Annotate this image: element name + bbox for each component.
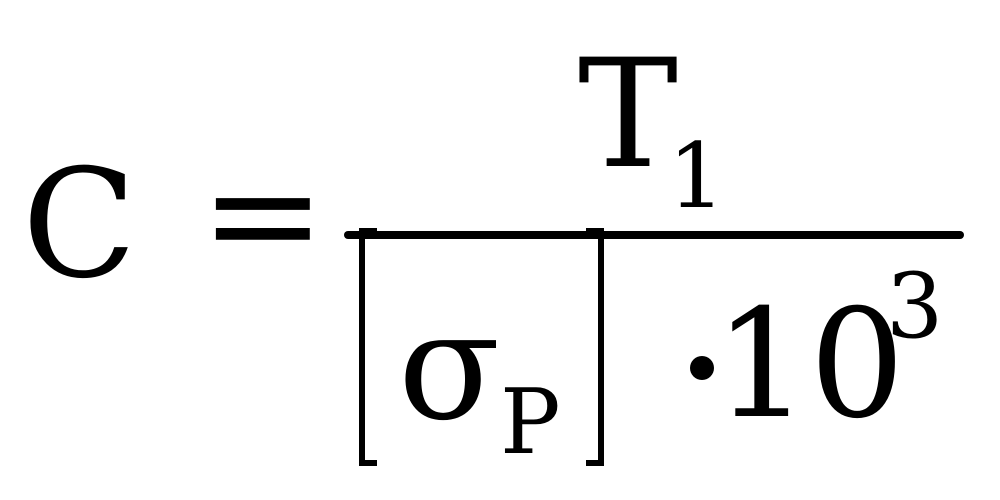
denominator-subscript: P	[500, 370, 561, 475]
multiplication-dot	[690, 356, 714, 380]
equals-sign: =	[200, 128, 326, 302]
numerator-variable: T	[578, 28, 679, 202]
numerator-subscript: 1	[668, 124, 726, 229]
right-bracket	[586, 228, 604, 466]
lhs-variable: C	[22, 138, 137, 312]
power-exponent: 3	[886, 254, 944, 359]
fraction-bar	[344, 231, 964, 239]
left-bracket	[359, 228, 377, 466]
power-base: 10	[714, 278, 905, 452]
denominator-variable: σ	[398, 280, 501, 454]
